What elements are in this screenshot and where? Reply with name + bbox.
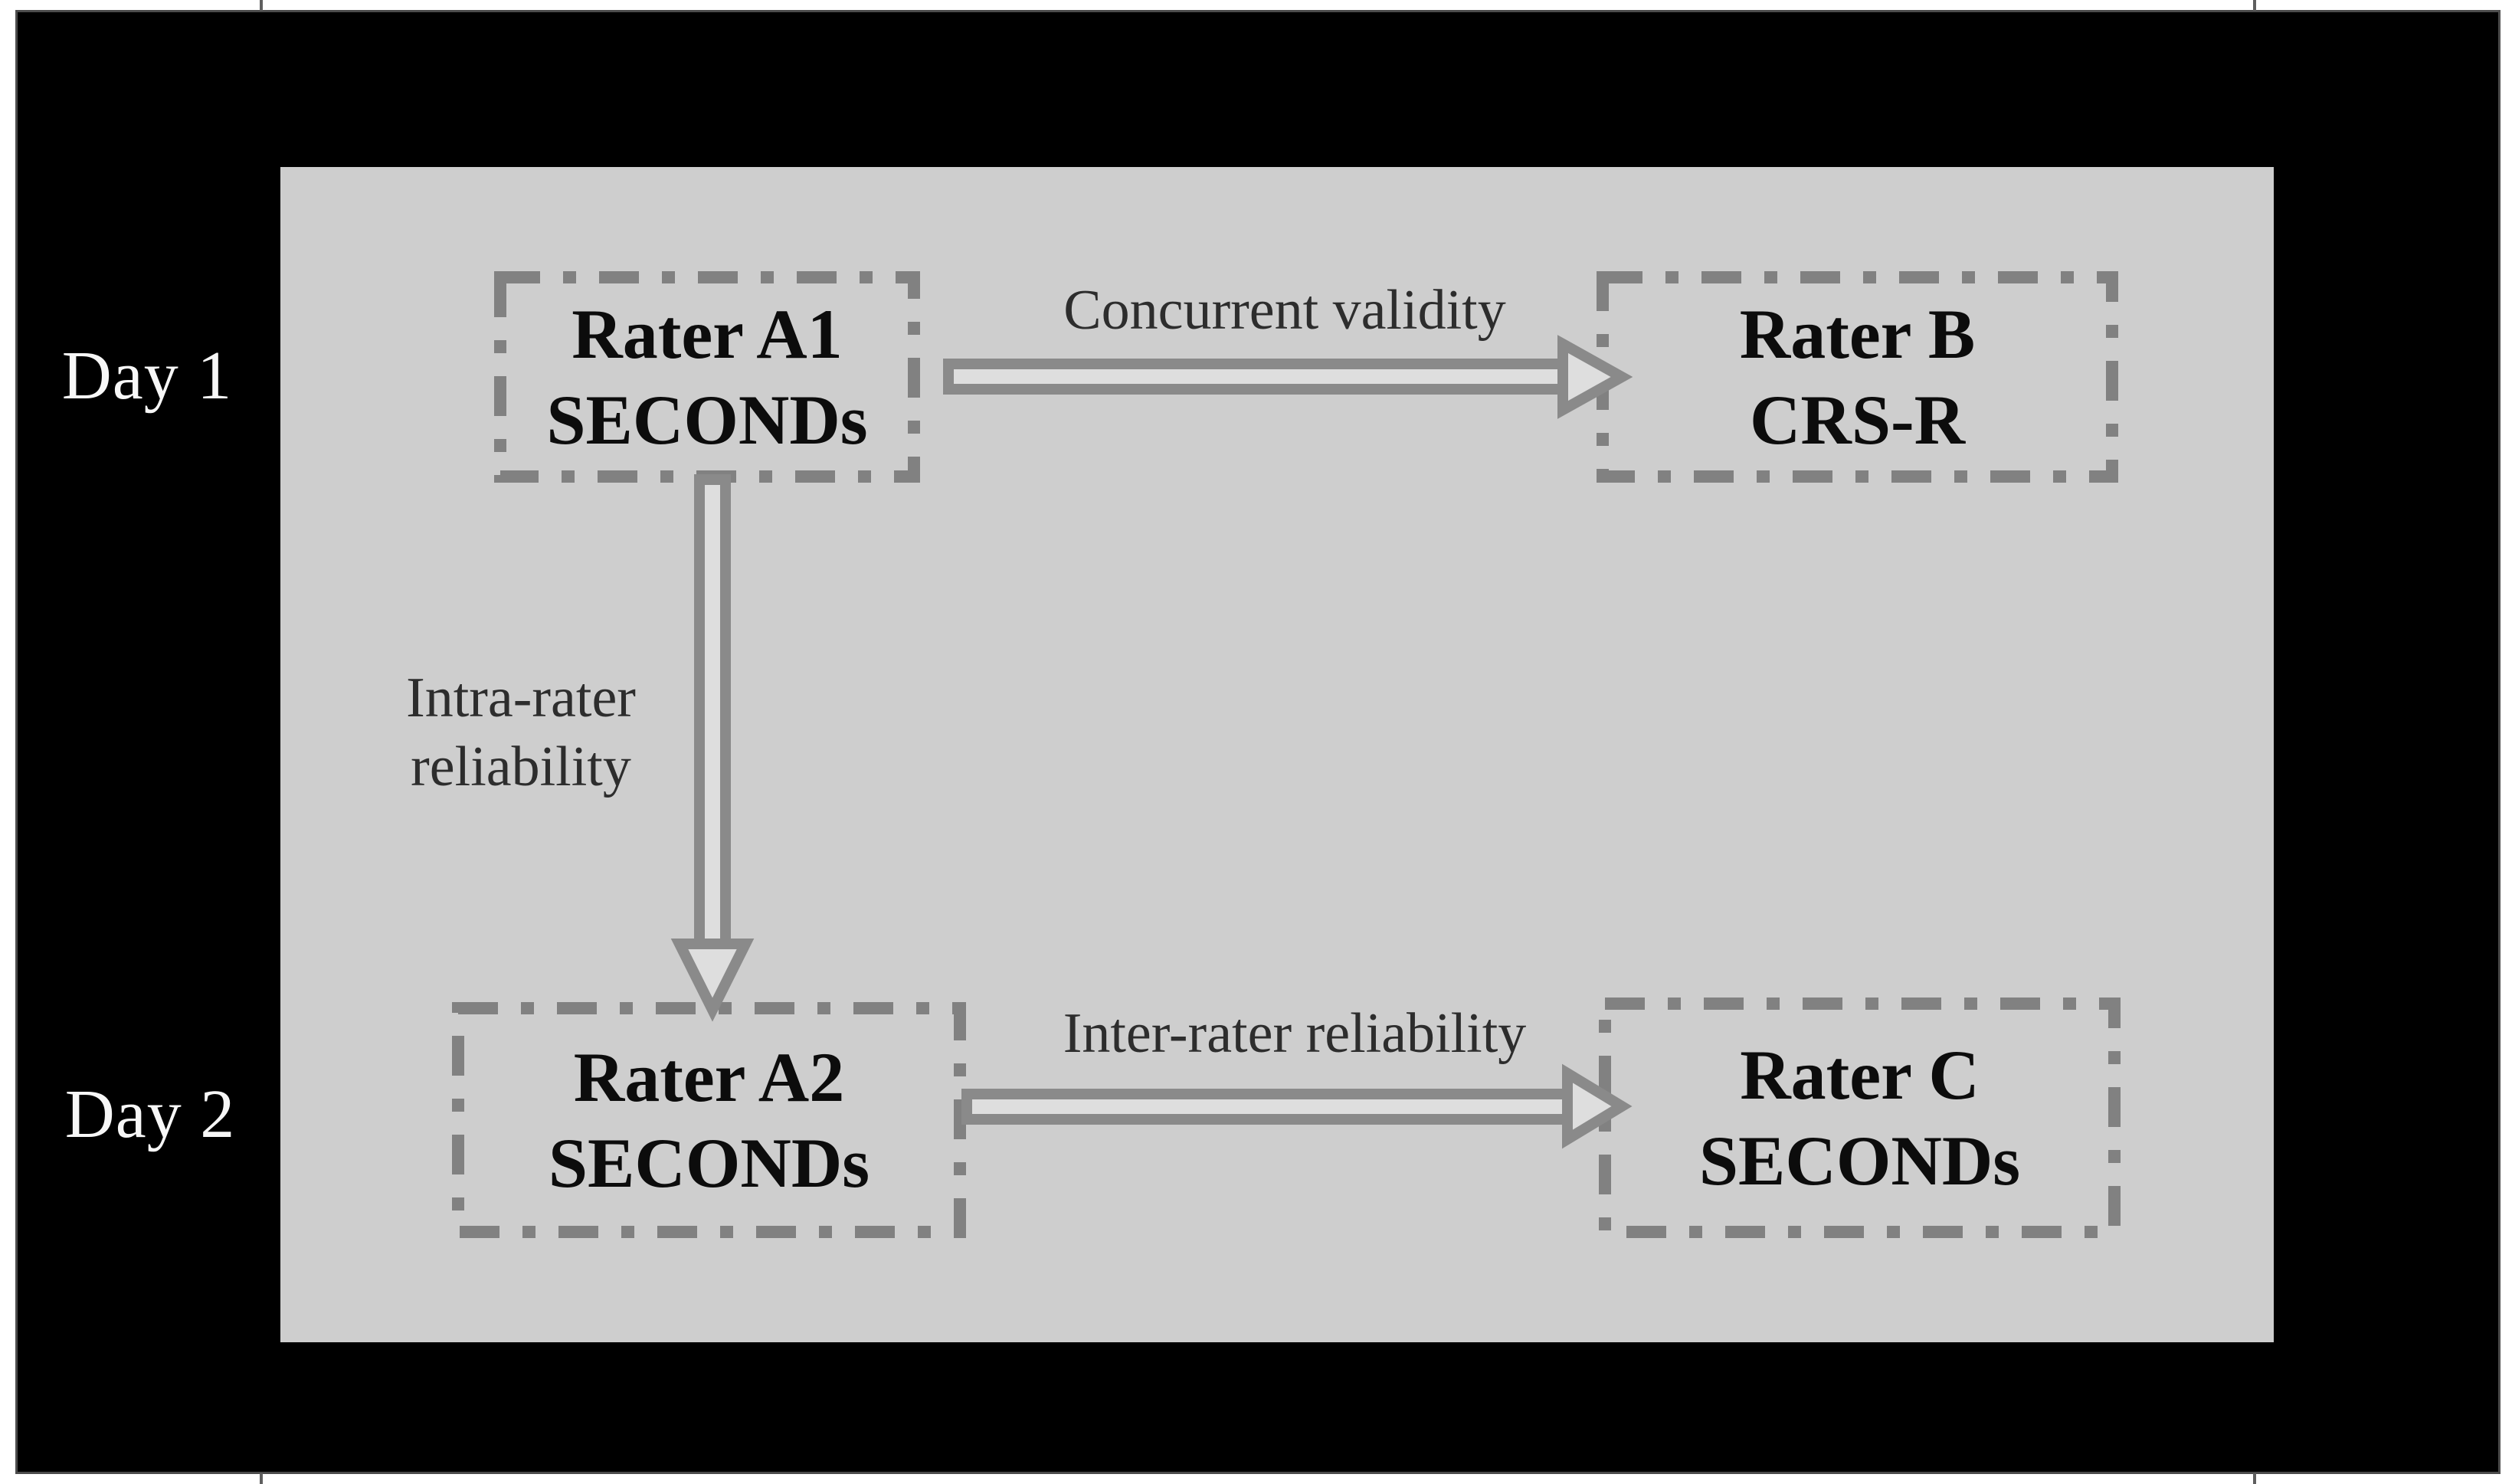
rater-a1-box: Rater A1 SECONDs xyxy=(500,277,914,477)
intra-rater-arrowhead-icon xyxy=(670,939,755,1022)
day-2-label: Day 2 xyxy=(64,1076,236,1152)
intra-rater-reliability-label: Intra-rater reliability xyxy=(291,663,751,801)
intra-rater-label-line1: Intra-rater xyxy=(406,667,636,729)
crop-tick-top-right xyxy=(2253,0,2256,11)
inter-rater-arrowhead-icon xyxy=(1562,1063,1633,1149)
concurrent-validity-arrow-shaft xyxy=(943,359,1568,395)
rater-a1-name: Rater A1 xyxy=(572,295,843,373)
rater-c-scale: SECONDs xyxy=(1698,1122,2021,1200)
rater-b-scale: CRS-R xyxy=(1749,381,1966,459)
concurrent-validity-arrow xyxy=(943,335,1633,419)
crop-tick-bottom-right xyxy=(2253,1473,2256,1484)
rater-a2-box-border xyxy=(452,1002,966,1238)
rater-a2-box: Rater A2 SECONDs xyxy=(458,1008,960,1232)
rater-a2-name: Rater A2 xyxy=(573,1038,845,1116)
rater-b-name: Rater B xyxy=(1739,295,1976,373)
rater-c-box-border xyxy=(1599,998,2121,1238)
rater-c-name: Rater C xyxy=(1740,1036,1980,1114)
rater-a2-scale: SECONDs xyxy=(548,1124,870,1202)
rater-c-box: Rater C SECONDs xyxy=(1605,1004,2114,1232)
inter-rater-reliability-label: Inter-rater reliability xyxy=(1063,1002,1527,1065)
crop-tick-top-left xyxy=(260,0,263,11)
concurrent-validity-arrowhead-icon xyxy=(1557,335,1633,419)
rater-a1-scale: SECONDs xyxy=(546,381,868,459)
inter-rater-arrow-shaft xyxy=(961,1089,1573,1125)
concurrent-validity-label: Concurrent validity xyxy=(1063,279,1506,342)
intra-rater-label-line2: reliability xyxy=(411,735,631,798)
intra-rater-arrow-shaft xyxy=(694,474,731,949)
rater-b-box: Rater B CRS-R xyxy=(1603,277,2112,477)
intra-rater-reliability-arrow xyxy=(670,474,755,1022)
crop-tick-bottom-left xyxy=(260,1473,263,1484)
day-1-label: Day 1 xyxy=(61,338,233,414)
inter-rater-reliability-arrow xyxy=(961,1063,1633,1149)
